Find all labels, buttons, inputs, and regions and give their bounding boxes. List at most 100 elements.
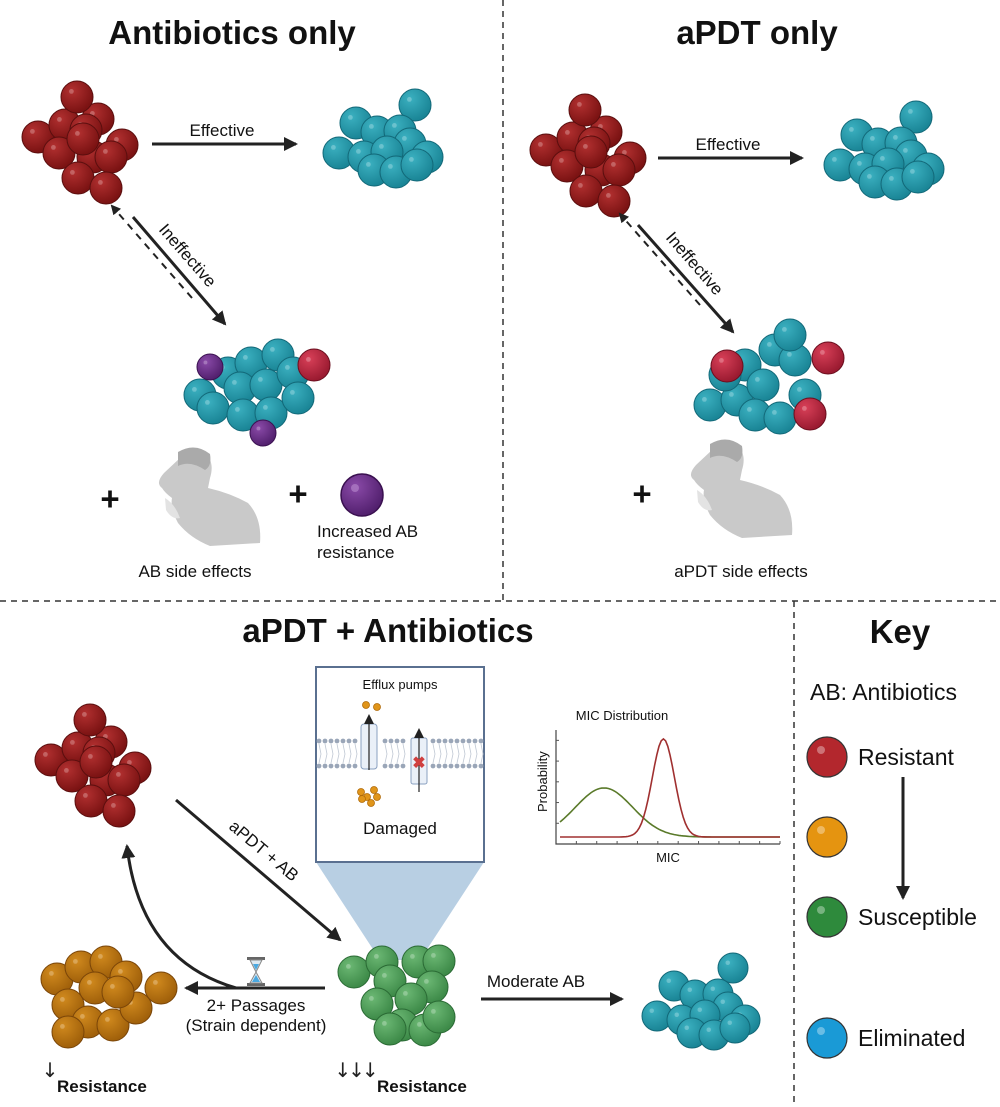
cell-highlight — [83, 793, 88, 798]
bacterium-cell — [597, 184, 631, 218]
lipid-head — [430, 763, 436, 769]
cell-highlight — [51, 145, 56, 150]
antibiotic-molecules-icon — [357, 701, 381, 807]
cell-highlight — [49, 971, 54, 976]
cell-highlight — [727, 1020, 732, 1025]
surviving-resistant-cell — [297, 348, 331, 382]
eliminated-cluster — [823, 100, 945, 201]
resistant-cluster — [529, 93, 647, 218]
cell-highlight — [870, 136, 875, 141]
lipid-head — [454, 738, 460, 744]
key-label: Eliminated — [858, 1025, 965, 1051]
lipid-head — [430, 738, 436, 744]
ineffective-arrow — [636, 224, 735, 334]
bacterium-cell — [422, 1000, 456, 1034]
panel-antibiotics-only: Antibiotics only Effective Ineffective +… — [21, 14, 444, 581]
lipid-tail — [342, 743, 346, 764]
bacterium-cell — [144, 971, 178, 1005]
cell-highlight — [369, 996, 374, 1001]
lipid-head — [466, 738, 472, 744]
lipid-tail — [396, 743, 400, 764]
mixed-cluster — [693, 318, 845, 435]
cell-highlight — [256, 426, 261, 431]
cell-highlight — [346, 964, 351, 969]
panel-title: aPDT + Antibiotics — [242, 612, 533, 649]
lipid-head — [472, 763, 478, 769]
bacterium-cell — [196, 391, 230, 425]
y-axis-label: Probability — [535, 751, 550, 812]
cell-highlight — [559, 158, 564, 163]
panel-title: aPDT only — [676, 14, 838, 51]
lipid-head — [400, 763, 406, 769]
ineffective-arrow — [131, 216, 227, 326]
cell-highlight — [431, 953, 436, 958]
lipid-tail — [354, 743, 358, 764]
cell-highlight — [258, 377, 263, 382]
cell-highlight — [407, 97, 412, 102]
cell-highlight — [116, 772, 121, 777]
lipid-tail — [330, 743, 334, 764]
cell-highlight — [232, 380, 237, 385]
cell-highlight — [787, 352, 792, 357]
cell-highlight — [849, 126, 854, 132]
bacterium-cell — [773, 318, 807, 352]
lipid-tail — [324, 743, 328, 764]
cell-highlight — [565, 130, 570, 135]
cell-highlight — [606, 193, 611, 198]
cell-highlight — [43, 752, 48, 757]
purple-resistant-cell — [196, 353, 224, 381]
cell-highlight — [57, 117, 62, 122]
resistance-label-low: Resistance — [57, 1077, 147, 1096]
cell-highlight — [392, 123, 397, 128]
cell-highlight — [782, 327, 787, 332]
key-swatch-icon — [806, 1017, 848, 1059]
cell-highlight — [729, 392, 734, 397]
cell-highlight — [674, 1012, 679, 1017]
cell-highlight — [110, 984, 115, 989]
moderate-ab-label: Moderate AB — [487, 972, 585, 991]
cell-highlight — [697, 1007, 702, 1012]
cell-highlight — [910, 169, 915, 174]
bacterium-cell — [337, 955, 371, 989]
series-susceptible — [559, 787, 780, 838]
cell-highlight — [577, 102, 582, 107]
effective-label: Effective — [696, 135, 761, 154]
key-label: Susceptible — [858, 904, 977, 930]
cell-highlight — [889, 176, 894, 181]
cell-highlight — [153, 980, 158, 985]
passages-label-line2: (Strain dependent) — [186, 1016, 327, 1035]
cell-highlight — [382, 1021, 387, 1026]
lipid-tail — [480, 743, 484, 764]
bacterium-cell — [79, 745, 113, 779]
cell-highlight — [747, 407, 752, 412]
cell-highlight — [867, 174, 872, 179]
panel-apdt-only: aPDT only Effective Ineffective + aPDT s… — [529, 14, 945, 581]
cell-highlight — [105, 1017, 110, 1022]
cell-highlight — [908, 109, 913, 114]
bacterium-cell — [61, 161, 95, 195]
bacterium-cell — [73, 703, 107, 737]
x-axis-label: MIC — [656, 850, 680, 865]
susceptible-cluster — [337, 944, 456, 1047]
cell-highlight — [431, 1009, 436, 1014]
treatment-arrow — [175, 798, 342, 942]
highlight — [351, 484, 359, 492]
lipid-head — [322, 738, 328, 744]
lipid-head — [466, 763, 472, 769]
bacterium-cell — [398, 88, 432, 122]
cell-highlight — [802, 406, 807, 411]
cell-highlight — [80, 1014, 85, 1019]
key-panel: Key AB: Antibiotics ResistantSusceptible… — [806, 613, 977, 1059]
cell-highlight — [306, 357, 311, 362]
cell-highlight — [263, 405, 268, 410]
cell-highlight — [366, 162, 371, 167]
cell-membrane — [316, 738, 484, 769]
cell-highlight — [64, 768, 69, 773]
cell-highlight — [820, 350, 825, 355]
cell-highlight — [30, 129, 35, 134]
lipid-tail — [402, 743, 406, 764]
cell-highlight — [684, 1025, 689, 1030]
swatch-highlight — [817, 906, 825, 914]
bacterium-cell — [66, 122, 100, 156]
key-swatch-icon — [806, 896, 848, 938]
